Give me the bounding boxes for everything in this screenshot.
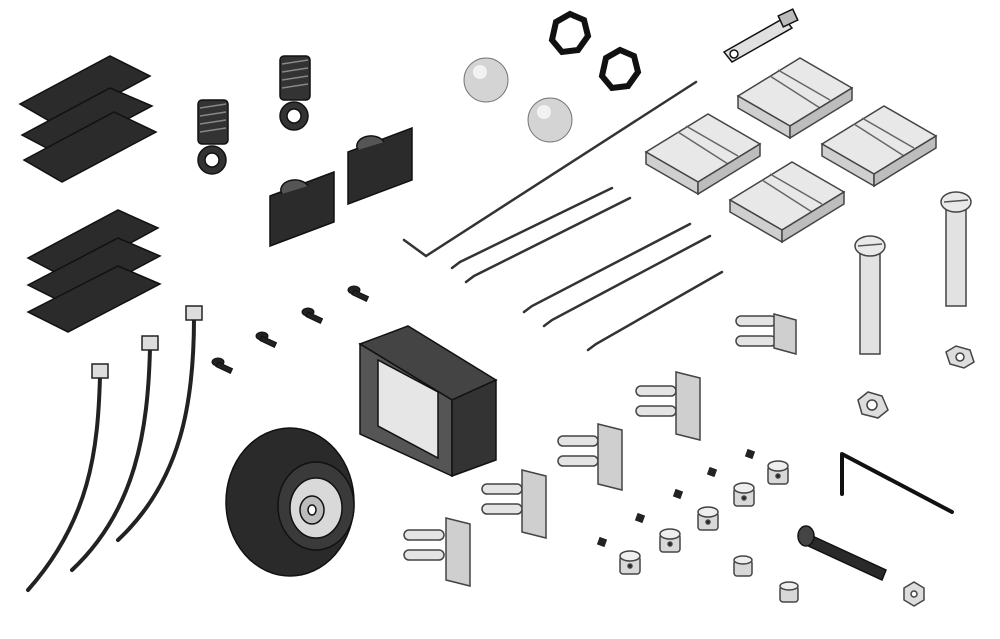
control-horn-icon — [403, 517, 471, 587]
clevis — [722, 8, 799, 63]
screw-icon — [301, 307, 324, 324]
set-screws — [596, 448, 756, 548]
axle-bolt — [797, 525, 925, 607]
o-ring-icon — [548, 10, 592, 56]
pushrod-icon — [542, 234, 712, 328]
hinges — [644, 57, 938, 244]
hex-key-icon — [840, 452, 954, 514]
control-horn-icon — [557, 423, 623, 491]
set-screw-icon — [596, 536, 608, 548]
bolt-icon — [940, 191, 972, 307]
ball-link-icon — [527, 97, 573, 143]
cable-ties — [26, 305, 203, 592]
pushrod-icon — [586, 270, 724, 352]
screw-icon — [255, 331, 278, 348]
velcro-pad-icon — [18, 55, 152, 127]
o-rings — [548, 10, 642, 92]
spacer-icon — [733, 555, 753, 577]
set-screw-icon — [706, 466, 718, 478]
bolts — [854, 191, 975, 419]
control-horn-tab-1 — [197, 99, 229, 175]
velcro-pad-icon — [26, 265, 162, 333]
wheel-collar-icon — [619, 550, 641, 575]
velcro-pad-stack-top — [18, 55, 158, 183]
wheel-collar-icon — [733, 482, 755, 507]
hinge-icon — [728, 161, 846, 244]
cable-tie-icon — [26, 363, 109, 592]
hinge-icon — [736, 57, 854, 140]
o-ring-icon — [598, 46, 642, 92]
control-horn-icon — [635, 371, 701, 441]
wheel — [225, 427, 355, 577]
wheel-collar-icon — [697, 506, 719, 531]
hinge-icon — [820, 105, 938, 188]
velcro-pad-icon — [22, 111, 158, 183]
hex-key — [840, 452, 954, 514]
ball-links — [463, 57, 573, 143]
cable-tie-icon — [70, 335, 159, 572]
set-screw-icon — [634, 512, 646, 524]
hinge-icon — [644, 113, 762, 196]
screw-icon — [211, 357, 234, 374]
cable-tie-icon — [116, 305, 203, 542]
pushrod-icon — [522, 222, 692, 314]
bolt-icon — [854, 235, 886, 355]
set-screw-icon — [744, 448, 756, 460]
screw-icon — [347, 285, 370, 302]
control-horn-icon — [735, 313, 797, 355]
pushrod-icon — [402, 80, 698, 258]
control-horn-plate-2 — [347, 126, 413, 206]
wheel-collar-icon — [767, 460, 789, 485]
engine-cowl — [358, 325, 498, 478]
ball-link-icon — [463, 57, 509, 103]
control-horn-tab-2 — [279, 55, 311, 131]
control-horn-icon — [481, 469, 547, 539]
wheel-collars — [619, 460, 799, 603]
control-horns — [403, 313, 797, 587]
pushrod-icon — [450, 186, 614, 270]
wheel-collar-icon — [659, 528, 681, 553]
small-screws — [211, 285, 370, 374]
velcro-pad-stack-bottom — [26, 209, 162, 333]
set-screw-icon — [672, 488, 684, 500]
pushrods — [402, 80, 724, 352]
clevis-icon — [722, 17, 794, 63]
spacer-icon — [779, 581, 799, 603]
control-horn-plate-1 — [269, 170, 335, 248]
pushrod-icon — [464, 196, 632, 284]
